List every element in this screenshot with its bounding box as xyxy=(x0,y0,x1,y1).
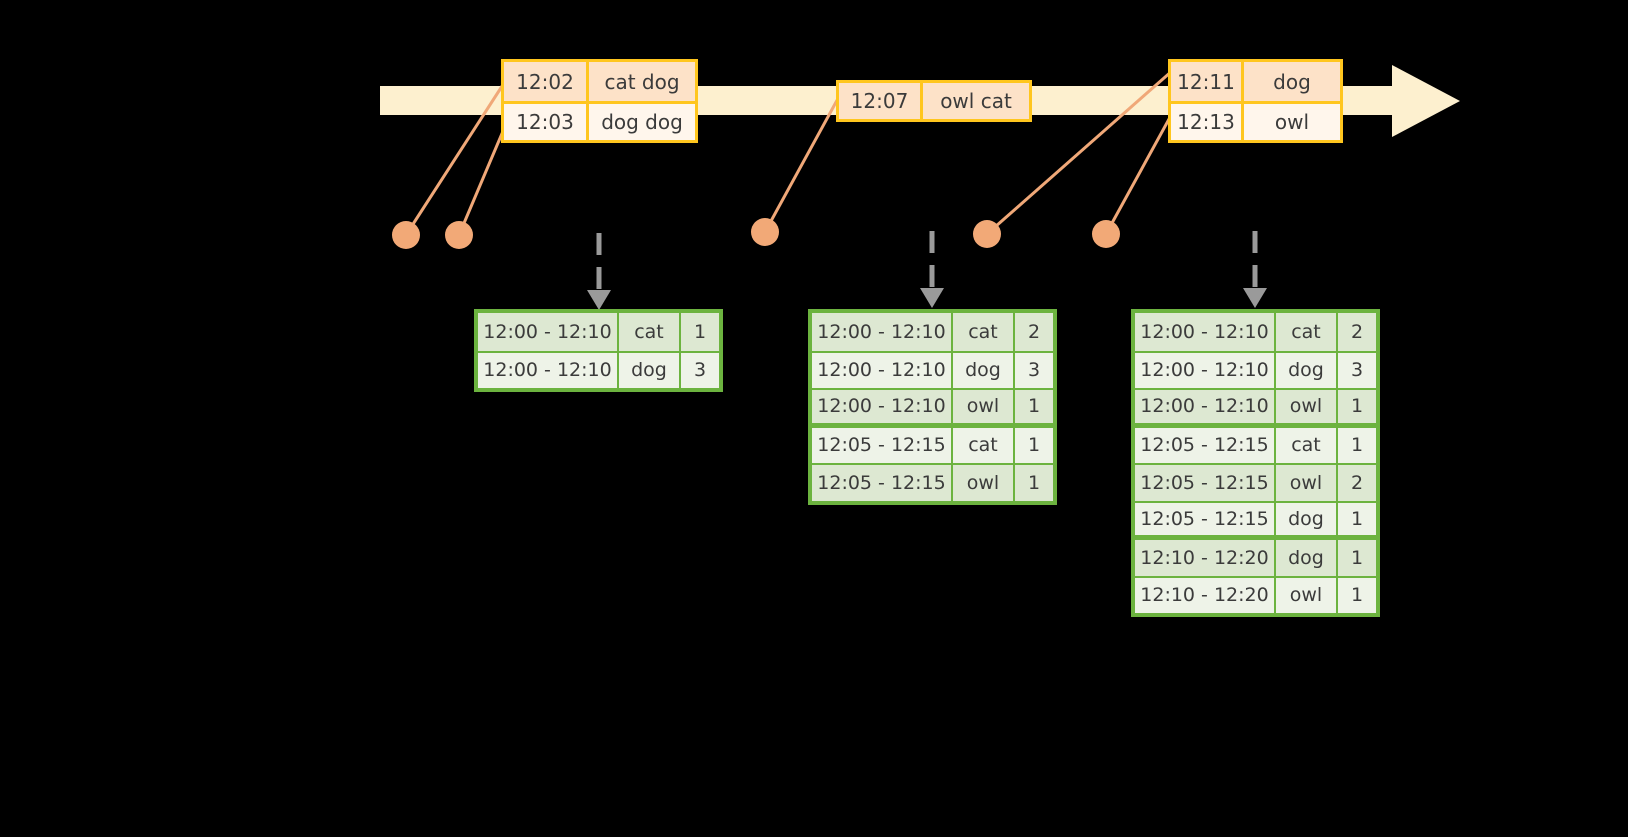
timeline-arrow-icon xyxy=(1392,65,1460,137)
event-group-2: 12:07 owl cat xyxy=(836,80,1032,122)
key-cell: dog xyxy=(1276,540,1338,576)
event-marker-2 xyxy=(445,221,473,249)
key-cell: dog xyxy=(619,352,681,388)
key-cell: cat xyxy=(953,313,1015,351)
event-words: owl xyxy=(1274,110,1310,134)
event-group-3: 12:11 dog 12:13 owl xyxy=(1168,59,1343,143)
key-cell: dog xyxy=(953,352,1015,388)
event-marker-5 xyxy=(1092,220,1120,248)
key-cell: owl xyxy=(1276,390,1338,423)
key-cell: owl xyxy=(1276,577,1338,613)
event-marker-3 xyxy=(751,218,779,246)
event-row: 12:11 dog xyxy=(1171,62,1340,101)
event-time: 12:13 xyxy=(1171,104,1244,140)
event-words: owl cat xyxy=(940,89,1012,113)
event-words: dog dog xyxy=(601,110,683,134)
window-cell: 12:00 - 12:10 xyxy=(812,390,953,423)
event-words: dog xyxy=(1273,69,1311,94)
emit-arrow-head-2 xyxy=(920,288,944,308)
event-time: 12:11 xyxy=(1171,62,1244,101)
count-cell: 1 xyxy=(693,320,707,343)
window-cell: 12:10 - 12:20 xyxy=(1135,540,1276,576)
event-time: 12:03 xyxy=(504,104,589,140)
event-marker-4 xyxy=(973,220,1001,248)
key-cell: dog xyxy=(1276,352,1338,388)
count-cell: 3 xyxy=(1350,359,1364,382)
event-time: 12:02 xyxy=(504,62,589,101)
window-cell: 12:00 - 12:10 xyxy=(812,313,953,351)
window-cell: 12:00 - 12:10 xyxy=(1135,313,1276,351)
window-cell: 12:05 - 12:15 xyxy=(1135,502,1276,535)
window-cell: 12:00 - 12:10 xyxy=(478,352,619,388)
key-cell: cat xyxy=(1276,427,1338,463)
window-cell: 12:05 - 12:15 xyxy=(1135,427,1276,463)
count-cell: 1 xyxy=(1350,546,1364,569)
window-cell: 12:00 - 12:10 xyxy=(1135,390,1276,423)
event-marker-dots xyxy=(392,218,1120,249)
event-group-1: 12:02 cat dog 12:03 dog dog xyxy=(501,59,698,143)
count-cell: 3 xyxy=(693,359,707,382)
key-cell: owl xyxy=(1276,465,1338,501)
count-cell: 2 xyxy=(1027,320,1041,343)
window-cell: 12:00 - 12:10 xyxy=(478,313,619,351)
event-time: 12:07 xyxy=(839,83,923,119)
window-cell: 12:00 - 12:10 xyxy=(1135,352,1276,388)
window-cell: 12:05 - 12:15 xyxy=(812,465,953,501)
event-row: 12:07 owl cat xyxy=(839,83,1029,119)
key-cell: cat xyxy=(953,427,1015,463)
key-cell: owl xyxy=(953,465,1015,501)
key-cell: cat xyxy=(1276,313,1338,351)
emit-arrow-head-3 xyxy=(1243,288,1267,308)
event-row: 12:13 owl xyxy=(1171,101,1340,140)
event-marker-1 xyxy=(392,221,420,249)
count-cell: 1 xyxy=(1350,434,1364,457)
event-row: 12:03 dog dog xyxy=(504,101,695,140)
count-cell: 1 xyxy=(1027,395,1041,418)
count-cell: 1 xyxy=(1350,507,1364,530)
count-cell: 1 xyxy=(1027,434,1041,457)
event-row: 12:02 cat dog xyxy=(504,62,695,101)
key-cell: dog xyxy=(1276,502,1338,535)
emit-arrows xyxy=(587,231,1267,310)
count-cell: 1 xyxy=(1350,395,1364,418)
window-cell: 12:05 - 12:15 xyxy=(1135,465,1276,501)
emit-arrow-head-1 xyxy=(587,290,611,310)
count-cell: 1 xyxy=(1350,584,1364,607)
count-cell: 3 xyxy=(1027,359,1041,382)
event-words: cat dog xyxy=(604,69,680,94)
key-cell: cat xyxy=(619,313,681,351)
count-cell: 2 xyxy=(1350,471,1364,494)
count-cell: 1 xyxy=(1027,471,1041,494)
window-cell: 12:10 - 12:20 xyxy=(1135,577,1276,613)
count-cell: 2 xyxy=(1350,320,1364,343)
window-cell: 12:05 - 12:15 xyxy=(812,427,953,463)
window-cell: 12:00 - 12:10 xyxy=(812,352,953,388)
key-cell: owl xyxy=(953,390,1015,423)
